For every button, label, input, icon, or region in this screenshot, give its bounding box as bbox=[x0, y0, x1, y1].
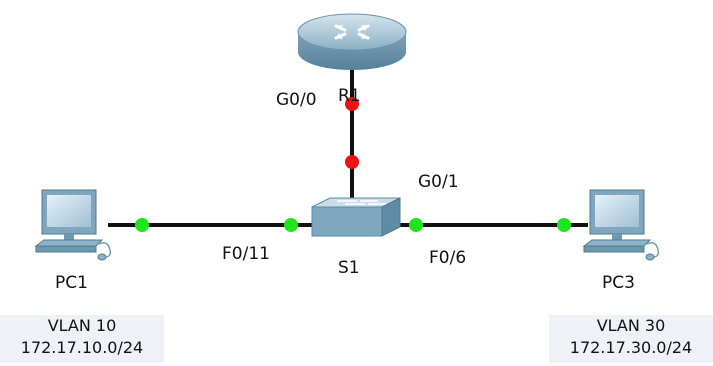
vlan-name-right: VLAN 30 bbox=[596, 316, 666, 335]
port-f0-6-status-dot bbox=[409, 218, 423, 232]
vlan-network-right: 172.17.30.0/24 bbox=[569, 338, 693, 357]
pc3-icon[interactable] bbox=[582, 189, 660, 261]
pc1-icon[interactable] bbox=[34, 189, 112, 261]
pc3-port-status-dot bbox=[557, 218, 571, 232]
port-g0-0-status-dot bbox=[345, 97, 359, 111]
router-name-label: R1 bbox=[338, 86, 361, 106]
port-g0-1-status-dot bbox=[345, 155, 359, 169]
router-icon[interactable] bbox=[297, 13, 407, 70]
switch-icon[interactable] bbox=[311, 197, 401, 237]
port-label-g0-0: G0/0 bbox=[276, 90, 317, 110]
vlan-label-box-right: VLAN 30 172.17.30.0/24 bbox=[549, 315, 713, 363]
switch-name-label: S1 bbox=[338, 258, 360, 278]
vlan-name-left: VLAN 10 bbox=[47, 316, 117, 335]
port-label-f0-6: F0/6 bbox=[429, 248, 467, 268]
pc1-name-label: PC1 bbox=[55, 273, 88, 293]
pc3-name-label: PC3 bbox=[602, 273, 635, 293]
vlan-label-box-left: VLAN 10 172.17.10.0/24 bbox=[0, 315, 164, 363]
vlan-network-left: 172.17.10.0/24 bbox=[20, 338, 144, 357]
port-label-f0-11: F0/11 bbox=[222, 244, 270, 264]
pc1-port-status-dot bbox=[135, 218, 149, 232]
port-f0-11-status-dot bbox=[284, 218, 298, 232]
port-label-g0-1: G0/1 bbox=[418, 172, 459, 192]
